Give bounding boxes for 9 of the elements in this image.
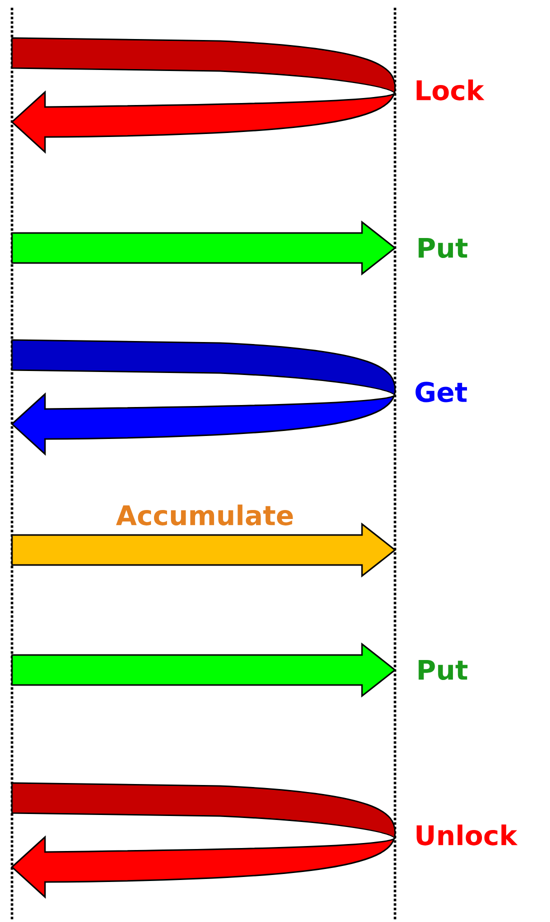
arrow (11, 782, 396, 898)
arrow (11, 220, 396, 276)
arrow (11, 37, 396, 153)
timeline (10, 8, 14, 920)
arrow (11, 522, 396, 578)
edge-label: Accumulate (116, 504, 293, 526)
arrow (11, 339, 396, 455)
arrow (11, 642, 396, 698)
timeline (394, 8, 396, 920)
